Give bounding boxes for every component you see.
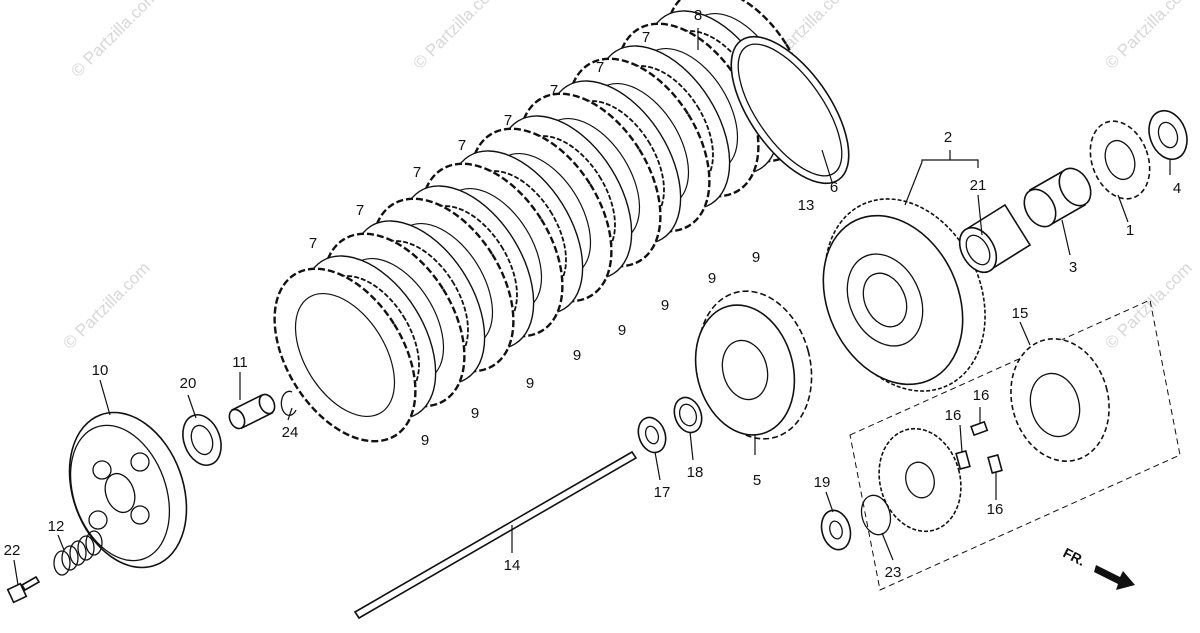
callout-8[interactable]: 8 [694, 7, 702, 24]
callout-6[interactable]: 6 [830, 179, 838, 196]
leader-lines [13, 28, 1171, 586]
watermark: © Partzilla.com [409, 0, 503, 73]
callout-9[interactable]: 9 [618, 322, 626, 339]
callout-7[interactable]: 7 [596, 59, 604, 76]
callout-18[interactable]: 18 [687, 464, 704, 481]
callout-15[interactable]: 15 [1012, 305, 1029, 322]
part-24-circlip[interactable] [280, 390, 297, 416]
direction-label: FR. [1061, 544, 1088, 568]
part-16-damper-spring[interactable] [955, 420, 1003, 475]
callout-19[interactable]: 19 [814, 474, 831, 491]
part-4-washer[interactable] [1143, 105, 1194, 164]
callout-21[interactable]: 21 [970, 177, 987, 194]
callout-16[interactable]: 16 [973, 387, 990, 404]
callout-23[interactable]: 23 [885, 564, 902, 581]
callout-7[interactable]: 7 [356, 202, 364, 219]
part-3-collar[interactable] [1018, 163, 1097, 233]
watermark: © Partzilla.com [1101, 258, 1195, 352]
part-2-clutch-outer[interactable] [795, 173, 1015, 418]
part-22-bolt[interactable] [6, 575, 41, 604]
callout-22[interactable]: 22 [4, 542, 21, 559]
part-21-needle-bearing[interactable] [952, 203, 1032, 279]
part-18-lock-washer[interactable] [670, 394, 707, 437]
callout-9[interactable]: 9 [526, 375, 534, 392]
callout-labels: 1 2 3 4 5 6 7 7 7 7 7 7 7 7 8 9 9 9 9 9 … [4, 7, 1182, 581]
part-6-wire-ring[interactable] [708, 17, 871, 202]
callout-9[interactable]: 9 [573, 347, 581, 364]
part-11-lifter-piece[interactable] [226, 392, 277, 431]
part-14-lifter-rod[interactable] [353, 450, 638, 620]
callout-9[interactable]: 9 [708, 270, 716, 287]
callout-12[interactable]: 12 [48, 518, 65, 535]
callout-9[interactable]: 9 [661, 297, 669, 314]
watermark: © Partzilla.com [1101, 0, 1195, 73]
callout-7[interactable]: 7 [458, 137, 466, 154]
callout-13[interactable]: 13 [798, 197, 815, 214]
callout-14[interactable]: 14 [504, 557, 521, 574]
callout-7[interactable]: 7 [413, 164, 421, 181]
callout-7[interactable]: 7 [642, 29, 650, 46]
part-5-clutch-center[interactable] [682, 278, 828, 451]
part-23-snap-ring[interactable] [857, 492, 894, 538]
callout-16[interactable]: 16 [987, 501, 1004, 518]
part-10-pressure-plate[interactable] [49, 396, 207, 584]
part-15-driven-gear[interactable] [998, 328, 1123, 473]
callout-17[interactable]: 17 [654, 484, 671, 501]
front-direction-indicator: FR. [1061, 544, 1135, 590]
clutch-disk-stack [245, 0, 809, 467]
callout-11[interactable]: 11 [232, 354, 248, 371]
callout-7[interactable]: 7 [309, 235, 317, 252]
part-1-sprocket[interactable] [1080, 113, 1160, 207]
callout-7[interactable]: 7 [504, 112, 512, 129]
friction-disk[interactable] [245, 244, 444, 467]
arrow-icon [1094, 565, 1135, 590]
primary-gear-plate[interactable] [868, 419, 972, 540]
part-17-lock-nut[interactable] [634, 414, 671, 457]
callout-5[interactable]: 5 [753, 472, 761, 489]
callout-4[interactable]: 4 [1173, 180, 1181, 197]
callout-7[interactable]: 7 [550, 82, 558, 99]
callout-9[interactable]: 9 [471, 405, 479, 422]
part-12-clutch-spring[interactable] [53, 530, 103, 576]
part-19-thrust-washer[interactable] [817, 507, 854, 553]
callout-2[interactable]: 2 [944, 129, 952, 146]
watermark: © Partzilla.com [67, 0, 161, 81]
part-20-bearing[interactable] [176, 409, 228, 470]
callout-16[interactable]: 16 [945, 407, 962, 424]
callout-9[interactable]: 9 [421, 432, 429, 449]
callout-3[interactable]: 3 [1069, 259, 1077, 276]
callout-20[interactable]: 20 [180, 375, 197, 392]
callout-1[interactable]: 1 [1126, 222, 1134, 239]
callout-24[interactable]: 24 [282, 424, 299, 441]
callout-10[interactable]: 10 [92, 362, 109, 379]
callout-9[interactable]: 9 [752, 249, 760, 266]
watermark: © Partzilla.com [59, 258, 153, 352]
